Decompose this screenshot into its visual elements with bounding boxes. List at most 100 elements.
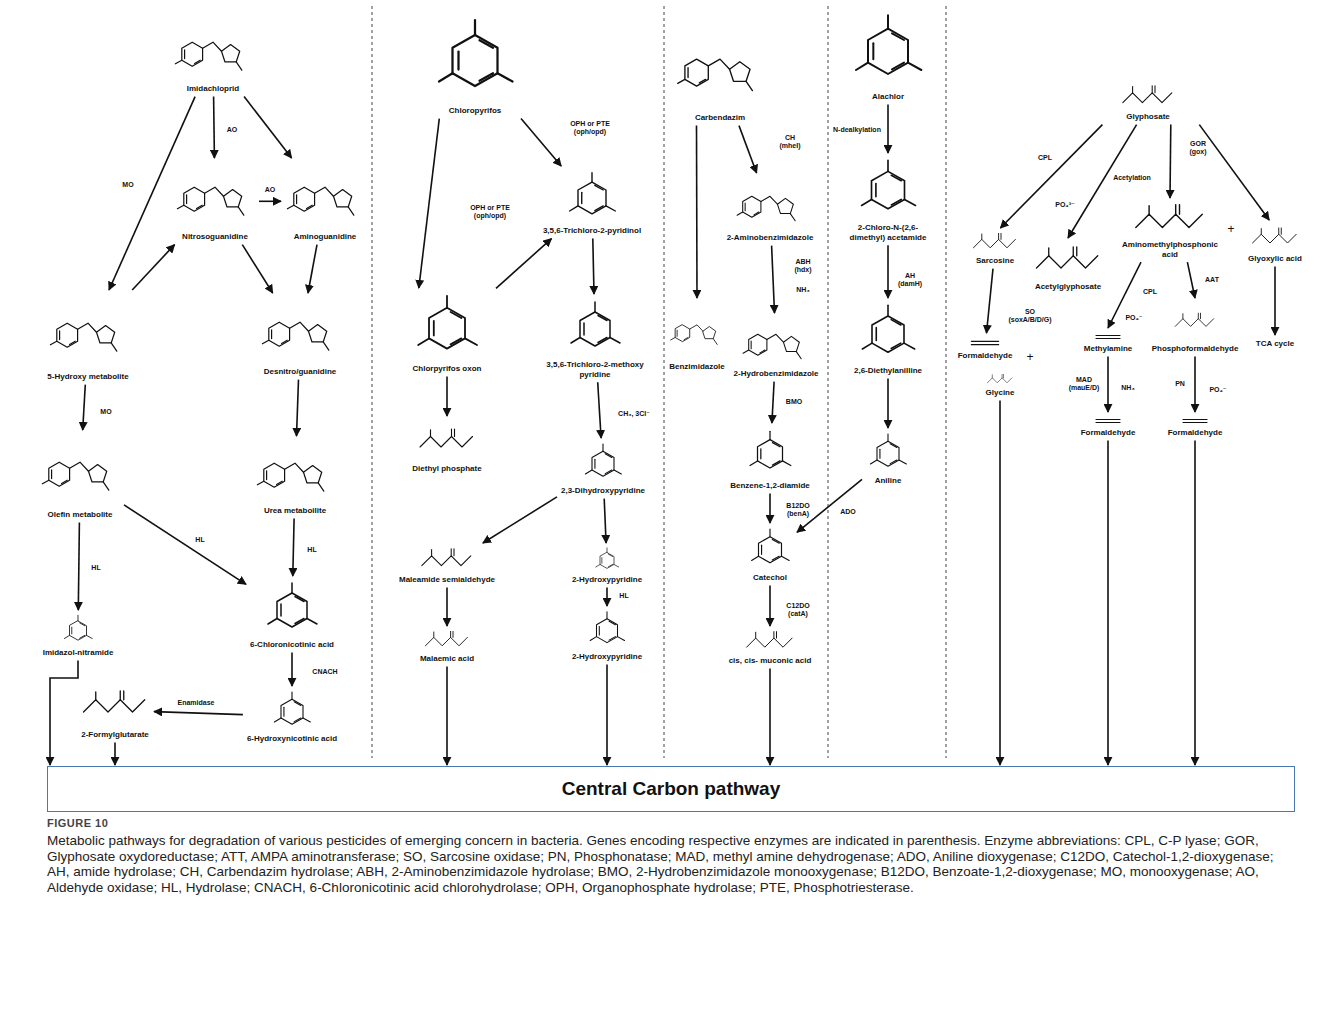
compound-name: Malaemic acid — [417, 654, 477, 664]
sketch-line — [571, 338, 580, 344]
reaction-arrow — [1187, 262, 1195, 298]
sketch-line — [453, 631, 454, 637]
sketch-polyline — [70, 462, 89, 471]
sketch-polyline — [425, 637, 467, 645]
reaction-arrow — [769, 669, 771, 765]
sketch-line — [610, 338, 620, 344]
sketch-line — [776, 632, 777, 639]
sketch-line — [262, 340, 268, 344]
compound-node: Chloropyrifos — [428, 12, 522, 117]
sketch-g — [1096, 336, 1120, 339]
sketch-line — [1261, 229, 1262, 235]
sketch-line — [42, 480, 48, 484]
sketch-line — [1096, 338, 1120, 339]
compound-name: Acetylglyphosate — [1033, 282, 1103, 292]
reaction-arrow — [521, 119, 561, 166]
figure-number: FIGURE 10 — [47, 817, 108, 829]
sketch-g — [862, 160, 916, 208]
sketch-line — [1132, 87, 1133, 93]
structure-sketch — [968, 336, 1002, 350]
sketch-polygon — [757, 440, 782, 468]
reaction-arrow — [154, 712, 243, 715]
sketch-line — [875, 328, 877, 341]
sketch-line — [498, 73, 513, 81]
sketch-g — [268, 583, 317, 627]
structure-sketch — [1173, 301, 1217, 343]
byproduct-label: NH₃ — [1120, 384, 1135, 392]
sketch-polyline — [205, 187, 224, 196]
sketch-line — [796, 352, 801, 359]
compound-node: 2-Hydroxypyridine — [570, 545, 644, 586]
sketch-line — [745, 203, 746, 211]
sketch-g — [274, 692, 310, 724]
sketch-line — [78, 615, 79, 621]
sketch-line — [687, 68, 688, 78]
enzyme-label: ABH (hdx) — [788, 258, 818, 274]
sketch-g — [177, 187, 243, 215]
sketch-polygon — [703, 327, 716, 339]
compound-node: Methylamine — [1082, 330, 1134, 355]
enzyme-label: BMO — [785, 398, 803, 406]
enzyme-label: AH (damH) — [895, 272, 925, 288]
sketch-line — [431, 550, 432, 556]
sketch-g — [287, 187, 353, 215]
sketch-line — [591, 173, 592, 182]
sketch-g — [596, 548, 619, 569]
sketch-line — [123, 691, 124, 700]
enzyme-label: CH (mheI) — [775, 134, 805, 150]
structure-sketch — [562, 169, 622, 225]
sketch-line — [283, 707, 284, 716]
enzyme-label: C12DO (catA) — [782, 602, 814, 618]
compound-name: 2-Hydrobenzimidazole — [734, 369, 819, 379]
sketch-line — [772, 556, 779, 560]
structure-sketch — [430, 13, 520, 105]
sketch-line — [618, 637, 625, 641]
sketch-line — [1073, 247, 1074, 256]
sketch-polyline — [708, 59, 729, 69]
sketch-g — [84, 691, 145, 712]
sketch-polygon — [281, 699, 303, 724]
sketch-polygon — [294, 187, 315, 211]
sketch-polyline — [1123, 93, 1172, 103]
sketch-line — [454, 429, 455, 437]
sketch-g — [671, 325, 717, 345]
sketch-line — [601, 558, 602, 564]
enzyme-label: CPL — [1142, 288, 1158, 296]
structure-sketch — [40, 433, 120, 509]
sketch-line — [772, 443, 780, 447]
sketch-line — [887, 434, 888, 441]
compound-name: Desnitro/guanidine — [260, 367, 340, 377]
enzyme-label: HL — [618, 592, 629, 600]
sketch-line — [754, 212, 759, 215]
compound-node: Formaldehyde — [1166, 414, 1225, 439]
sketch-line — [282, 340, 288, 343]
sketch-line — [713, 339, 717, 345]
sketch-line — [752, 556, 759, 560]
sketch-polygon — [429, 308, 465, 349]
sketch-polygon — [592, 451, 614, 476]
structure-sketch — [741, 316, 811, 368]
structure-sketch — [260, 296, 340, 366]
sketch-polygon — [184, 187, 205, 211]
sketch-g — [262, 322, 328, 350]
sketch-line — [197, 205, 203, 208]
sketch-polyline — [78, 323, 97, 332]
byproduct-label: PO₄⁻ — [1124, 314, 1143, 322]
sketch-line — [87, 635, 93, 638]
sketch-line — [480, 73, 494, 81]
structure-sketch — [1178, 415, 1212, 427]
sketch-line — [891, 320, 901, 325]
column-separator — [946, 6, 947, 758]
sketch-polyline — [315, 187, 334, 196]
enzyme-label: AAT — [1204, 276, 1220, 284]
sketch-line — [95, 692, 96, 700]
compound-node: 3,5,6-Trichloro-2-pyridinol — [541, 168, 643, 237]
reaction-arrow — [1194, 357, 1196, 412]
structure-sketch — [565, 297, 625, 359]
sketch-polyline — [1136, 214, 1203, 227]
compound-node: Aminoguanidine — [283, 160, 367, 243]
compound-node: Acetylglyphosate — [1031, 240, 1105, 293]
sketch-line — [790, 214, 795, 221]
sketch-line — [1278, 228, 1279, 234]
sketch-polygon — [57, 323, 78, 347]
